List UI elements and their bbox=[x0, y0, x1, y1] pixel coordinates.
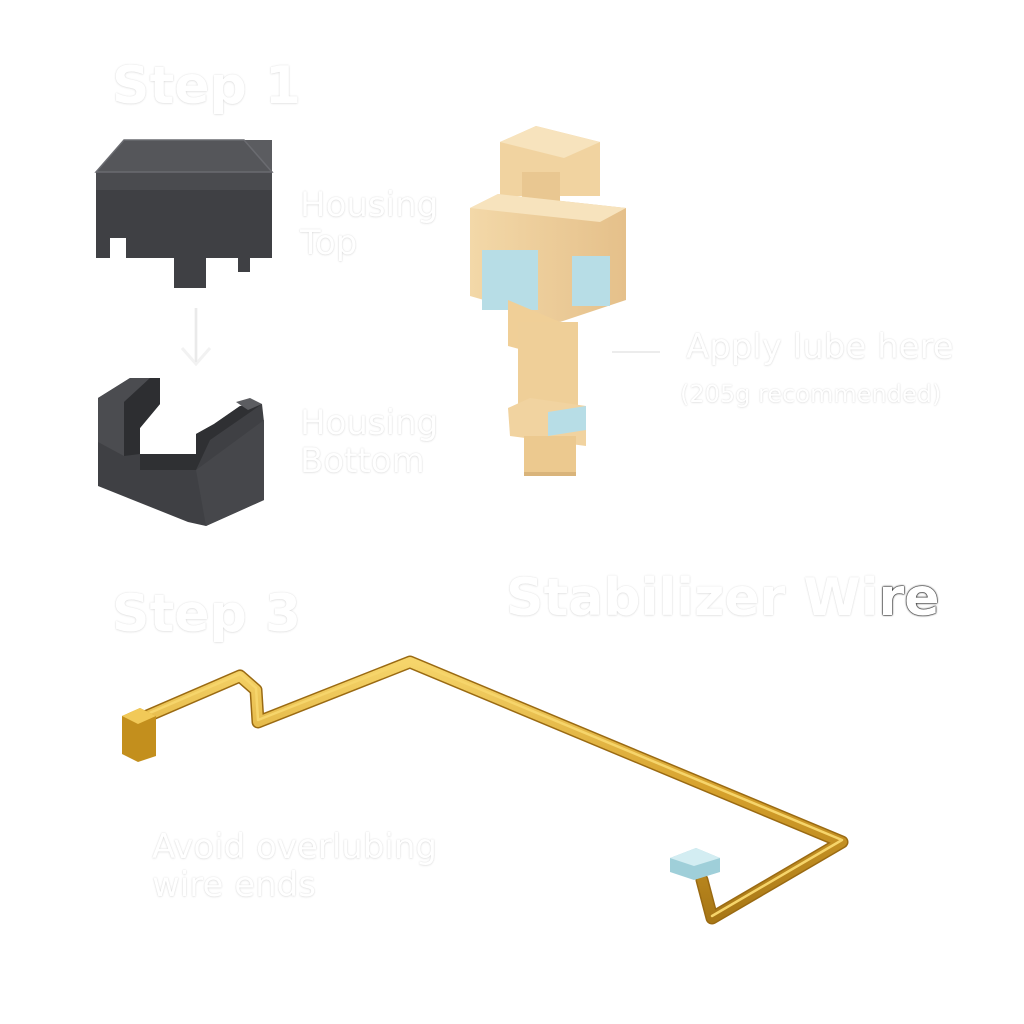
step-1-heading: Step 1 bbox=[112, 56, 302, 116]
stabilizer-wire-title-tail: re bbox=[878, 568, 940, 628]
housing-bottom-icon bbox=[98, 378, 264, 526]
housing-top-label: Housing Top bbox=[300, 185, 439, 264]
stabilizer-wire-title-main: Stabilizer Wi bbox=[506, 568, 879, 628]
apply-lube-label: Apply lube here bbox=[686, 327, 954, 367]
wire-end-lube-icon bbox=[670, 848, 720, 880]
stabilizer-wire-title: Stabilizer Wire bbox=[506, 572, 939, 624]
housing-top-icon bbox=[94, 139, 274, 288]
lube-weight-note: (205g recommended) bbox=[680, 380, 942, 408]
step-3-heading: Step 3 bbox=[112, 584, 302, 644]
housing-bottom-label: Housing Bottom bbox=[300, 403, 439, 482]
arrow-down-icon bbox=[180, 308, 212, 367]
overlube-warning-label: Avoid overlubing wire ends bbox=[152, 827, 437, 906]
switch-stem-icon bbox=[470, 126, 626, 476]
stabilizer-wire-icon bbox=[122, 655, 849, 925]
